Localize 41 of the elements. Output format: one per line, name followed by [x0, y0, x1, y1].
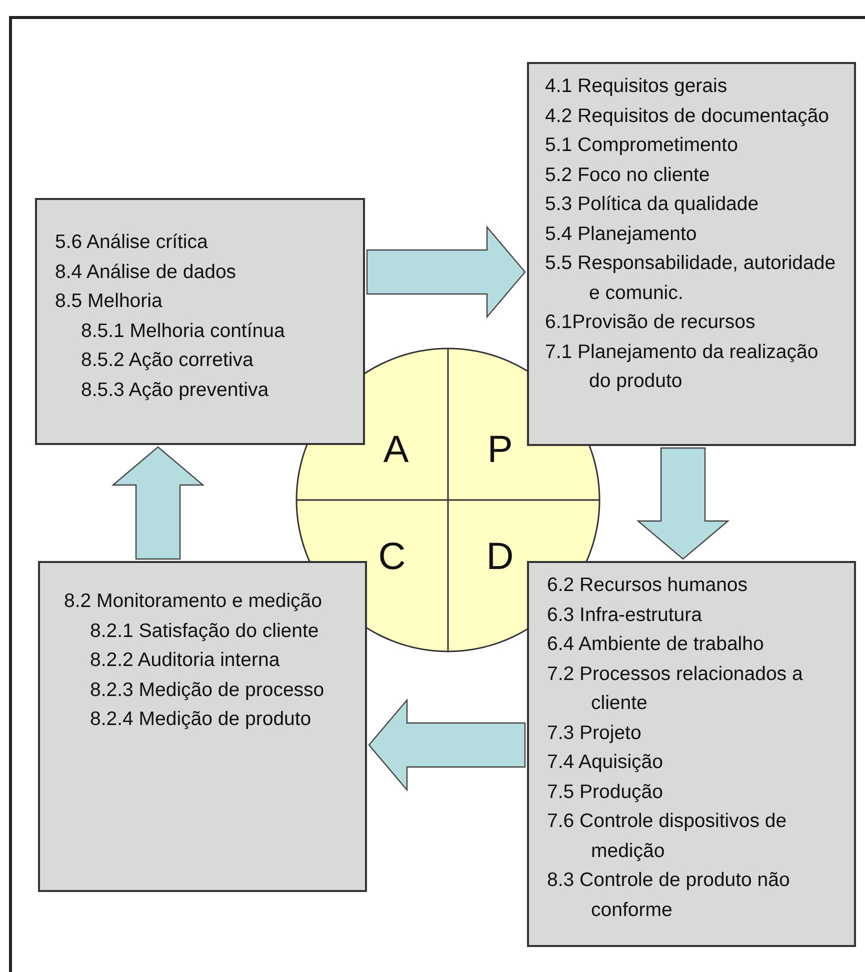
clause-item: 8.5.3 Ação preventiva: [81, 378, 270, 402]
clause-item: 6.3 Infra-estrutura: [547, 602, 703, 628]
block-arrow: [636, 447, 730, 560]
clause-item: 8.2 Monitoramento e medição: [64, 589, 323, 614]
quadrant-letter: C: [378, 538, 406, 576]
clause-item: 8.5 Melhoria: [55, 289, 164, 314]
clause-item: 4.1 Requisitos gerais: [545, 74, 728, 99]
quadrant-letter: P: [487, 431, 513, 469]
clause-item: 4.2 Requisitos de documentação: [545, 104, 830, 128]
clause-list-box: [527, 62, 856, 446]
clause-item: 8.5.2 Ação corretiva: [81, 348, 254, 373]
clause-item: 5.6 Análise crítica: [55, 230, 209, 255]
clause-item: 7.1 Planejamento da realização do produto: [545, 340, 820, 394]
clause-item: 5.5 Responsabilidade, autoridade e comunic.: [545, 251, 837, 306]
clause-item: 7.3 Projeto: [547, 720, 642, 746]
clause-item: 8.2.3 Medição de processo: [90, 678, 326, 702]
clause-item: 5.1 Comprometimento: [545, 133, 739, 158]
clause-list-box: [35, 198, 365, 445]
clause-item: 8.5.1 Melhoria contínua: [81, 318, 286, 344]
clause-item: 8.2.2 Auditoria interna: [90, 648, 281, 673]
clause-item: 5.4 Planejamento: [545, 222, 698, 246]
quadrant-letter: D: [486, 538, 514, 576]
clause-item: 8.3 Controle de produto não conforme: [547, 868, 791, 922]
clause-list-box: [38, 561, 367, 892]
clause-item: 5.2 Foco no cliente: [545, 162, 711, 188]
clause-item: 6.2 Recursos humanos: [547, 573, 749, 598]
clause-item: 8.4 Análise de dados: [55, 260, 238, 284]
clause-item: 8.2.1 Satisfação do cliente: [90, 618, 320, 644]
block-arrow: [368, 698, 526, 792]
block-arrow: [366, 225, 526, 319]
clause-item: 8.2.4 Medição de produto: [90, 707, 312, 732]
clause-item: 7.6 Controle dispositivos de medição: [547, 809, 788, 864]
clause-item: 5.3 Política da qualidade: [545, 192, 760, 217]
clause-item: 7.4 Aquisição: [547, 750, 664, 775]
clause-list-box: [527, 561, 856, 947]
block-arrow: [111, 446, 205, 560]
clause-item: 7.5 Produção: [547, 780, 664, 804]
clause-item: 7.2 Processos relacionados a cliente: [547, 662, 804, 716]
clause-item: 6.1Provisão de recursos: [545, 310, 756, 335]
quadrant-letter: A: [383, 431, 409, 469]
clause-item: 6.4 Ambiente de trabalho: [547, 632, 765, 657]
